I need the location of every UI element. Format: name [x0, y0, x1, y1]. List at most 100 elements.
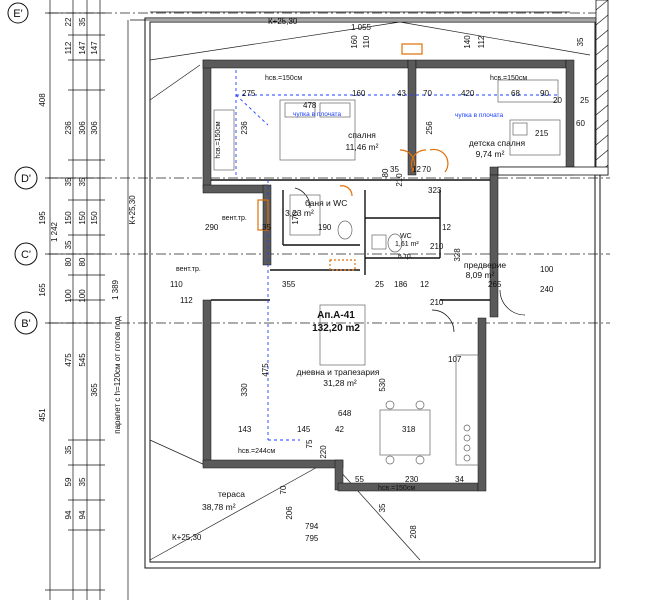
svg-text:94: 94 — [64, 510, 73, 519]
svg-text:408: 408 — [38, 93, 47, 107]
axis-marker-b: B' — [14, 311, 38, 335]
window-marks — [257, 43, 449, 271]
svg-text:9,74 m²: 9,74 m² — [476, 149, 505, 159]
svg-text:35: 35 — [64, 240, 73, 249]
svg-text:1 242: 1 242 — [50, 221, 59, 242]
svg-text:55: 55 — [355, 475, 364, 484]
interior-walls — [211, 179, 490, 301]
svg-text:306: 306 — [78, 121, 87, 135]
svg-text:предверие: предверие — [464, 260, 506, 270]
axis-marker-c: C' — [14, 242, 38, 266]
svg-text:230: 230 — [405, 475, 419, 484]
level-left: К+25,30 — [128, 195, 137, 225]
svg-text:150: 150 — [64, 211, 73, 225]
svg-text:451: 451 — [38, 408, 47, 422]
svg-text:306: 306 — [90, 121, 99, 135]
note-hsw-4: hсв.=150см — [378, 485, 415, 492]
svg-text:145: 145 — [297, 425, 311, 434]
svg-text:170: 170 — [291, 211, 300, 225]
svg-text:детска спалня: детска спалня — [469, 138, 526, 148]
svg-text:E': E' — [13, 8, 22, 20]
svg-text:35: 35 — [378, 503, 387, 512]
svg-text:420: 420 — [461, 89, 475, 98]
svg-text:110: 110 — [362, 35, 371, 48]
room-bathroom: баня и WC 3,23 m² — [285, 198, 347, 218]
svg-text:318: 318 — [402, 425, 416, 434]
svg-text:256: 256 — [425, 121, 434, 135]
level-bottom: К+25,30 — [172, 533, 202, 542]
svg-text:35: 35 — [78, 477, 87, 486]
svg-text:D': D' — [21, 173, 31, 185]
svg-text:110: 110 — [170, 280, 183, 289]
svg-text:220: 220 — [319, 445, 328, 459]
svg-text:140: 140 — [463, 35, 472, 49]
svg-text:43: 43 — [397, 89, 406, 98]
svg-text:150: 150 — [90, 211, 99, 225]
svg-text:165: 165 — [38, 283, 47, 297]
svg-text:208: 208 — [409, 525, 418, 539]
svg-text:100: 100 — [64, 289, 73, 303]
svg-text:100: 100 — [540, 265, 554, 274]
svg-text:215: 215 — [535, 129, 549, 138]
svg-text:475: 475 — [261, 363, 270, 377]
svg-text:B': B' — [21, 318, 30, 330]
note-vent-2: вент.тр. — [176, 266, 201, 273]
svg-text:дневна и трапезария: дневна и трапезария — [297, 367, 380, 377]
svg-text:236: 236 — [240, 121, 249, 135]
note-hsw-5: hсв.=150см — [215, 121, 222, 158]
svg-text:112: 112 — [180, 296, 193, 305]
svg-text:236: 236 — [64, 121, 73, 135]
svg-text:баня и WC: баня и WC — [305, 198, 347, 208]
svg-text:112: 112 — [64, 41, 73, 54]
axis-marker-d: D' — [14, 166, 38, 190]
svg-text:648: 648 — [338, 409, 352, 418]
svg-text:59: 59 — [64, 477, 73, 486]
svg-text:240: 240 — [540, 285, 554, 294]
svg-text:31,28 m²: 31,28 m² — [323, 378, 357, 388]
svg-text:330: 330 — [240, 383, 249, 397]
svg-text:323: 323 — [428, 186, 442, 195]
svg-text:спалня: спалня — [348, 130, 376, 140]
svg-text:100: 100 — [78, 289, 87, 303]
svg-text:290: 290 — [205, 223, 219, 232]
svg-text:94: 94 — [78, 510, 87, 519]
note-hsw-2: hсв.=150см — [490, 75, 527, 82]
note-hsw-3: hсв.=244см — [238, 448, 275, 455]
svg-text:25: 25 — [580, 96, 589, 105]
svg-text:1 389: 1 389 — [111, 279, 120, 300]
exterior-walls — [202, 59, 575, 492]
axis-marker-e: E' — [7, 2, 29, 24]
svg-text:147: 147 — [90, 41, 99, 55]
svg-text:90: 90 — [540, 89, 549, 98]
svg-text:35: 35 — [390, 165, 399, 174]
svg-text:80: 80 — [78, 257, 87, 266]
svg-text:365: 365 — [90, 383, 99, 397]
left-dimension-ticks — [45, 12, 105, 591]
door-swings — [294, 187, 526, 333]
svg-text:195: 195 — [38, 211, 47, 225]
svg-text:75: 75 — [305, 439, 314, 448]
svg-text:C': C' — [21, 249, 31, 261]
note-lintel-2: чупка в плочата — [455, 112, 503, 119]
svg-text:70: 70 — [422, 165, 431, 174]
top-total-dim: 1 055 — [351, 23, 372, 32]
svg-text:210: 210 — [395, 173, 404, 187]
room-terrace: тераса 38,78 m² — [202, 489, 245, 512]
svg-text:12: 12 — [412, 165, 421, 174]
furniture-bed-2 — [509, 119, 561, 156]
svg-text:35: 35 — [576, 37, 585, 46]
svg-text:112: 112 — [477, 35, 486, 48]
svg-text:80: 80 — [381, 168, 390, 177]
slope-lines — [149, 21, 591, 561]
wardrobes — [213, 79, 559, 171]
svg-text:12: 12 — [442, 223, 451, 232]
living-furniture — [319, 304, 479, 466]
svg-text:25: 25 — [375, 280, 384, 289]
svg-text:8,09 m²: 8,09 m² — [466, 270, 495, 280]
apartment-area: 132,20 m2 — [312, 323, 360, 334]
bath-fixtures — [289, 194, 403, 253]
svg-text:WC: WC — [400, 233, 412, 240]
note-hsw-1: hсв.=150см — [265, 75, 302, 82]
svg-text:478: 478 — [303, 101, 317, 110]
